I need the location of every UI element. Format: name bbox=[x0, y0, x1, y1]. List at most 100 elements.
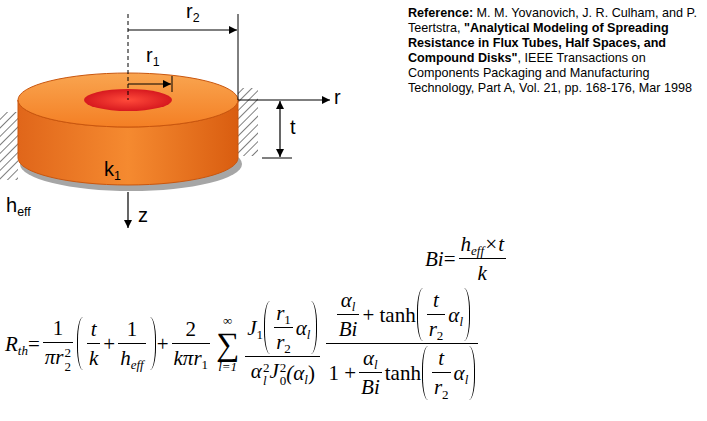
formula-term: 2 bbox=[186, 317, 197, 341]
numerator: 2 bbox=[172, 317, 211, 343]
subscripted: r2 bbox=[186, 0, 200, 22]
formula-term: 1 bbox=[53, 316, 64, 340]
numerator: 1 bbox=[43, 316, 73, 342]
axis-arrow bbox=[238, 99, 330, 100]
formula-group: 1 +αlBitanhtr2αl bbox=[328, 346, 476, 399]
formula-term: 1 bbox=[127, 317, 138, 341]
subscripted: αl bbox=[341, 288, 356, 312]
subscripted: k1 bbox=[104, 158, 121, 180]
formula-term: eff bbox=[131, 357, 144, 372]
subscripted: heff bbox=[6, 194, 31, 216]
sum-sign: ∑ bbox=[216, 328, 239, 361]
script-stack: 2l bbox=[263, 361, 270, 388]
superscript: 2 bbox=[65, 346, 72, 360]
subscript: 0 bbox=[280, 374, 287, 388]
subscript: 1 bbox=[202, 358, 209, 373]
formula-group: tk+1heff bbox=[84, 317, 149, 370]
formula-term: α bbox=[363, 346, 374, 370]
resistance-formula: Rth=1πr22tk+1heff+2kπr1∞∑l=1J1r1r2αlα2lJ… bbox=[5, 288, 481, 400]
reference-text: Reference: bbox=[408, 6, 473, 20]
fraction: 2kπr1 bbox=[172, 317, 211, 370]
formula-term: r bbox=[276, 330, 284, 354]
wall-hatch bbox=[0, 112, 18, 180]
subscript: l bbox=[465, 373, 469, 388]
formula-term: α bbox=[448, 303, 459, 327]
formula-term: 0 bbox=[280, 373, 287, 388]
numerator: heff×t bbox=[459, 232, 507, 258]
paren-right bbox=[150, 317, 156, 370]
extension-line bbox=[238, 14, 239, 100]
dimension-arrow bbox=[128, 83, 171, 84]
subscript: 1 bbox=[153, 56, 160, 70]
subscript: l bbox=[304, 373, 308, 388]
parentheses: tk+1heff bbox=[77, 317, 156, 370]
formula-term: α bbox=[296, 316, 307, 340]
formula-term: πr bbox=[45, 345, 64, 369]
denominator: kπr1 bbox=[172, 343, 211, 370]
subscript: 1 bbox=[257, 328, 264, 343]
superscript: 2 bbox=[280, 361, 287, 375]
formula-group: tr2αl bbox=[424, 288, 463, 341]
subscripted: Rth bbox=[5, 332, 28, 356]
subscript: 1 bbox=[114, 170, 121, 184]
subscripted: r2 bbox=[434, 375, 449, 399]
formula-term: = bbox=[28, 332, 40, 356]
dimension-label: 1 bbox=[114, 169, 121, 183]
reference-block: Reference: M. M. Yovanovich, J. R. Culha… bbox=[408, 6, 702, 96]
label-box: r bbox=[334, 86, 341, 108]
subscript: 2 bbox=[65, 360, 72, 374]
formula-term: h bbox=[120, 346, 131, 370]
subscript: l bbox=[263, 374, 270, 388]
label-box: r1 bbox=[146, 44, 160, 66]
subscript: l bbox=[352, 300, 356, 315]
formula-term: (α bbox=[286, 361, 304, 385]
fraction: αlBi bbox=[359, 346, 382, 399]
formula-term: + tanh bbox=[362, 303, 415, 327]
dimension-label: r bbox=[146, 44, 153, 66]
numerator: r1 bbox=[274, 301, 293, 327]
numerator: t bbox=[87, 317, 100, 343]
formula-term: 1 bbox=[202, 357, 209, 372]
formula-term: r bbox=[429, 317, 437, 341]
dimension-label: t bbox=[290, 116, 296, 138]
formula-term: t bbox=[91, 317, 97, 341]
dimension-label: eff bbox=[17, 205, 31, 219]
formula-term: th bbox=[18, 343, 28, 358]
center-line bbox=[128, 14, 129, 100]
formula-group: αlBi+ tanhtr2αl bbox=[334, 288, 471, 341]
subscripted: r1 bbox=[276, 301, 291, 325]
formula-group: r1r2αl bbox=[271, 301, 310, 354]
subscript: eff bbox=[471, 244, 484, 259]
formula-term: J bbox=[269, 359, 278, 383]
formula-term: = bbox=[444, 247, 456, 271]
formula-term: eff bbox=[471, 243, 484, 258]
formula-term: l bbox=[263, 373, 267, 388]
script-stack: 20 bbox=[280, 361, 287, 388]
subscript: th bbox=[18, 344, 28, 359]
denominator: Bi bbox=[337, 314, 360, 341]
formula-term: h bbox=[461, 232, 472, 256]
formula-term: t bbox=[438, 346, 444, 370]
formula-term: 2 bbox=[437, 328, 444, 343]
superscript: 2 bbox=[263, 361, 270, 375]
summation: ∞∑l=1 bbox=[216, 314, 239, 373]
fraction: r1r2 bbox=[274, 301, 293, 354]
subscript: eff bbox=[131, 358, 144, 373]
formula-group: tr2αl bbox=[429, 346, 468, 399]
denominator: heff bbox=[118, 343, 146, 370]
formula-term: 2 bbox=[65, 345, 72, 360]
subscripted: αl bbox=[448, 303, 463, 327]
wall-hatch bbox=[238, 88, 258, 156]
formula-term: l bbox=[459, 314, 463, 329]
label-box: r2 bbox=[186, 0, 200, 22]
dimension-label: r bbox=[334, 86, 341, 108]
denominator: r2 bbox=[432, 372, 451, 399]
formula-term: ×t bbox=[484, 232, 504, 256]
subscript: 2 bbox=[442, 388, 449, 403]
axis-arrow bbox=[127, 192, 128, 228]
formula-term: Bi bbox=[339, 317, 358, 341]
formula-term: 1 bbox=[284, 312, 291, 327]
numerator: 1 bbox=[118, 317, 146, 343]
dimension-label: h bbox=[6, 194, 17, 216]
lower-limit: l=1 bbox=[218, 360, 237, 373]
